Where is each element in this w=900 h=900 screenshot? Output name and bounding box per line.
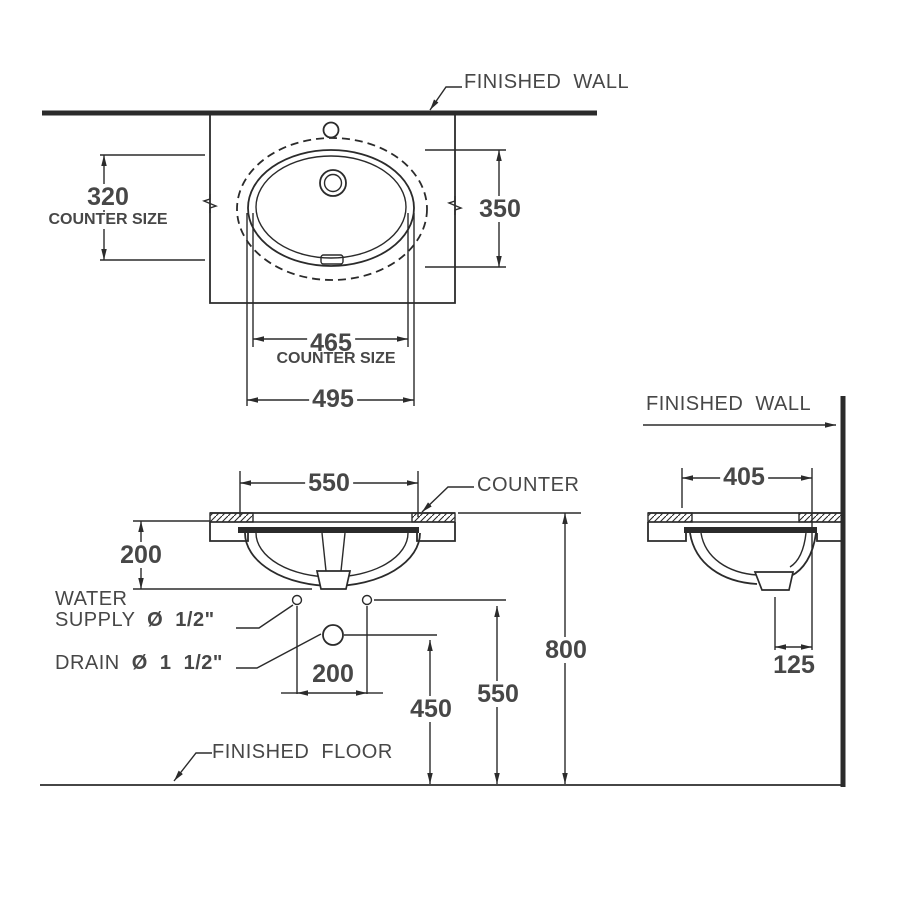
water-supply-leader bbox=[236, 604, 294, 629]
dim-450-label: 450 bbox=[407, 696, 455, 722]
dim-550-width-label: 550 bbox=[305, 470, 353, 496]
faucet-hole bbox=[322, 121, 340, 139]
dim-320-label: 320 bbox=[84, 184, 132, 210]
sink-rim-section bbox=[238, 527, 419, 533]
drain-point bbox=[322, 624, 344, 646]
dim-405-label: 405 bbox=[720, 464, 768, 490]
dim-550-height-label: 550 bbox=[474, 681, 522, 707]
counter-leader bbox=[421, 486, 474, 513]
water-supply-label: WATER SUPPLY Ø 1/2" bbox=[55, 589, 215, 631]
overflow-slot bbox=[320, 254, 344, 265]
finished-wall-label-side: FINISHED WALL bbox=[646, 393, 812, 415]
drain-word: DRAIN bbox=[55, 652, 120, 674]
finished-wall-label-top: FINISHED WALL bbox=[464, 71, 630, 93]
drain-tailpiece-side bbox=[753, 571, 795, 591]
finished-wall-leader bbox=[429, 86, 462, 111]
bowl-outer-side-right bbox=[790, 532, 817, 577]
counter-hatch-side-left bbox=[647, 512, 693, 523]
drain-diameter: Ø 1 1/2" bbox=[131, 652, 223, 674]
side-view-linework bbox=[643, 396, 846, 787]
basin-inner-ellipse bbox=[255, 155, 407, 259]
counter-hatch-side-right bbox=[798, 512, 844, 523]
water-supply-diameter: Ø 1/2" bbox=[147, 609, 215, 631]
dim-350-label: 350 bbox=[476, 196, 524, 222]
water-supply-word1: WATER bbox=[55, 588, 128, 610]
water-supply-word2: SUPPLY bbox=[55, 609, 136, 631]
drain-label: DRAIN Ø 1 1/2" bbox=[55, 653, 223, 674]
counter-label: COUNTER bbox=[477, 474, 580, 496]
dim-200-depth-label: 200 bbox=[117, 542, 165, 568]
water-supply-point-right bbox=[361, 594, 373, 606]
bowl-outer-side-left bbox=[689, 532, 758, 585]
dim-200-spacing-label: 200 bbox=[309, 661, 357, 687]
break-mark-right bbox=[447, 196, 463, 215]
overflow-outer-circle bbox=[319, 169, 347, 197]
basin-rim-ellipse bbox=[247, 149, 415, 267]
finished-floor-label: FINISHED FLOOR bbox=[212, 741, 393, 763]
overflow-inner-circle bbox=[323, 173, 343, 193]
counter-size-label-bottom: COUNTER SIZE bbox=[274, 350, 398, 368]
sink-rim-section-side bbox=[684, 527, 817, 533]
dim-800-label: 800 bbox=[542, 637, 590, 663]
bowl-inner-side-right bbox=[789, 532, 807, 568]
counter-size-label-left: COUNTER SIZE bbox=[46, 211, 170, 229]
dim-495-label: 495 bbox=[309, 386, 357, 412]
front-view-linework bbox=[40, 471, 844, 786]
drain-tailpiece-front bbox=[315, 570, 352, 590]
dim-125-label: 125 bbox=[770, 652, 818, 678]
counter-hatch-left bbox=[209, 512, 254, 523]
drain-leader bbox=[236, 633, 322, 669]
finished-floor-leader bbox=[173, 752, 212, 782]
water-supply-point-left bbox=[291, 594, 303, 606]
break-mark-left bbox=[202, 194, 218, 213]
basin-outer-dashed-ellipse bbox=[236, 137, 428, 281]
bowl-inner-side-left bbox=[700, 532, 758, 576]
